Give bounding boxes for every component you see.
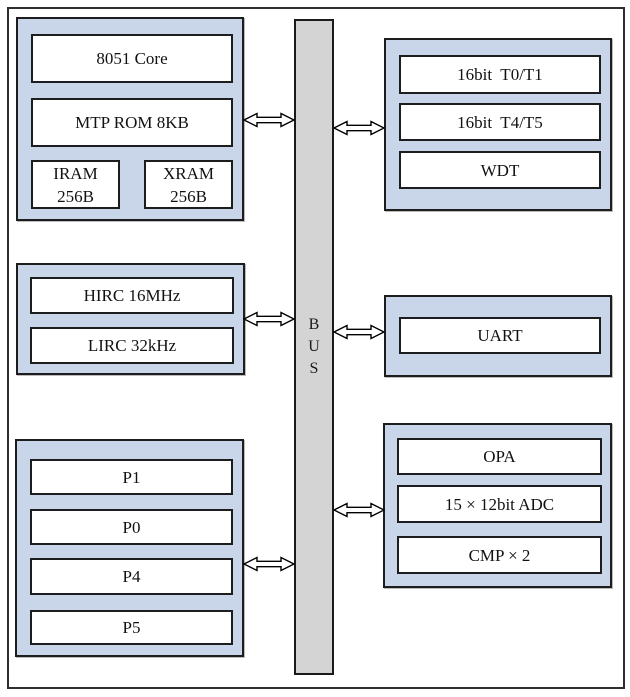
block-label: IRAM 256B <box>53 163 98 206</box>
bus-label-letter: S <box>309 360 319 377</box>
block-label: P1 <box>122 467 141 487</box>
block-label: P4 <box>122 567 141 586</box>
block-timer-t0-t1: 16bit T0/T1 <box>399 55 601 94</box>
bus-label-letter: U <box>308 338 320 355</box>
block-label: OPA <box>483 447 516 466</box>
block-label: UART <box>477 326 523 345</box>
block-port-p5: P5 <box>30 610 233 645</box>
block-label: 16bit T0/T1 <box>457 65 543 84</box>
group-clocks: HIRC 16MHz LIRC 32kHz <box>16 263 245 375</box>
block-label: 16bit T4/T5 <box>457 112 543 132</box>
block-8051-core: 8051 Core <box>31 34 233 83</box>
block-label: P5 <box>122 618 141 637</box>
block-hirc: HIRC 16MHz <box>30 277 234 314</box>
block-label: HIRC 16MHz <box>83 286 181 305</box>
double-arrow-icon-cpu-bus <box>243 112 295 128</box>
bus-label-letter: B <box>308 316 320 333</box>
block-cmp: CMP × 2 <box>397 536 602 574</box>
block-mtp-rom: MTP ROM 8KB <box>31 98 233 147</box>
bus-bar: B U S <box>294 19 334 675</box>
group-io-ports: P1 P0 P4 P5 <box>15 439 244 657</box>
block-lirc: LIRC 32kHz <box>30 327 234 364</box>
double-arrow-icon-bus-analog <box>333 502 385 518</box>
block-port-p4: P4 <box>30 558 233 595</box>
group-cpu-memory: 8051 Core MTP ROM 8KB IRAM 256B XRAM 256… <box>16 17 244 221</box>
block-label: P0 <box>122 517 141 537</box>
block-opa: OPA <box>397 438 602 475</box>
double-arrow-icon-ports-bus <box>243 556 295 572</box>
block-label: MTP ROM 8KB <box>75 113 189 132</box>
block-wdt: WDT <box>399 151 601 189</box>
block-label: XRAM 256B <box>162 163 214 206</box>
block-xram: XRAM 256B <box>144 160 233 209</box>
block-timer-t4-t5: 16bit T4/T5 <box>399 103 601 141</box>
block-label: WDT <box>480 160 520 180</box>
block-port-p1: P1 <box>30 459 233 495</box>
block-port-p0: P0 <box>30 509 233 545</box>
group-serial: UART <box>384 295 612 377</box>
double-arrow-icon-bus-timers <box>333 120 385 136</box>
block-uart: UART <box>399 317 601 354</box>
block-adc: 15 × 12bit ADC <box>397 485 602 523</box>
group-analog: OPA 15 × 12bit ADC CMP × 2 <box>383 423 612 588</box>
group-timers: 16bit T0/T1 16bit T4/T5 WDT <box>384 38 612 211</box>
block-label: 15 × 12bit ADC <box>444 494 555 514</box>
block-label: CMP × 2 <box>468 545 531 565</box>
block-label: LIRC 32kHz <box>87 336 177 355</box>
block-iram: IRAM 256B <box>31 160 120 209</box>
double-arrow-icon-clock-bus <box>243 311 295 327</box>
double-arrow-icon-bus-uart <box>333 324 385 340</box>
block-label: 8051 Core <box>96 49 168 68</box>
